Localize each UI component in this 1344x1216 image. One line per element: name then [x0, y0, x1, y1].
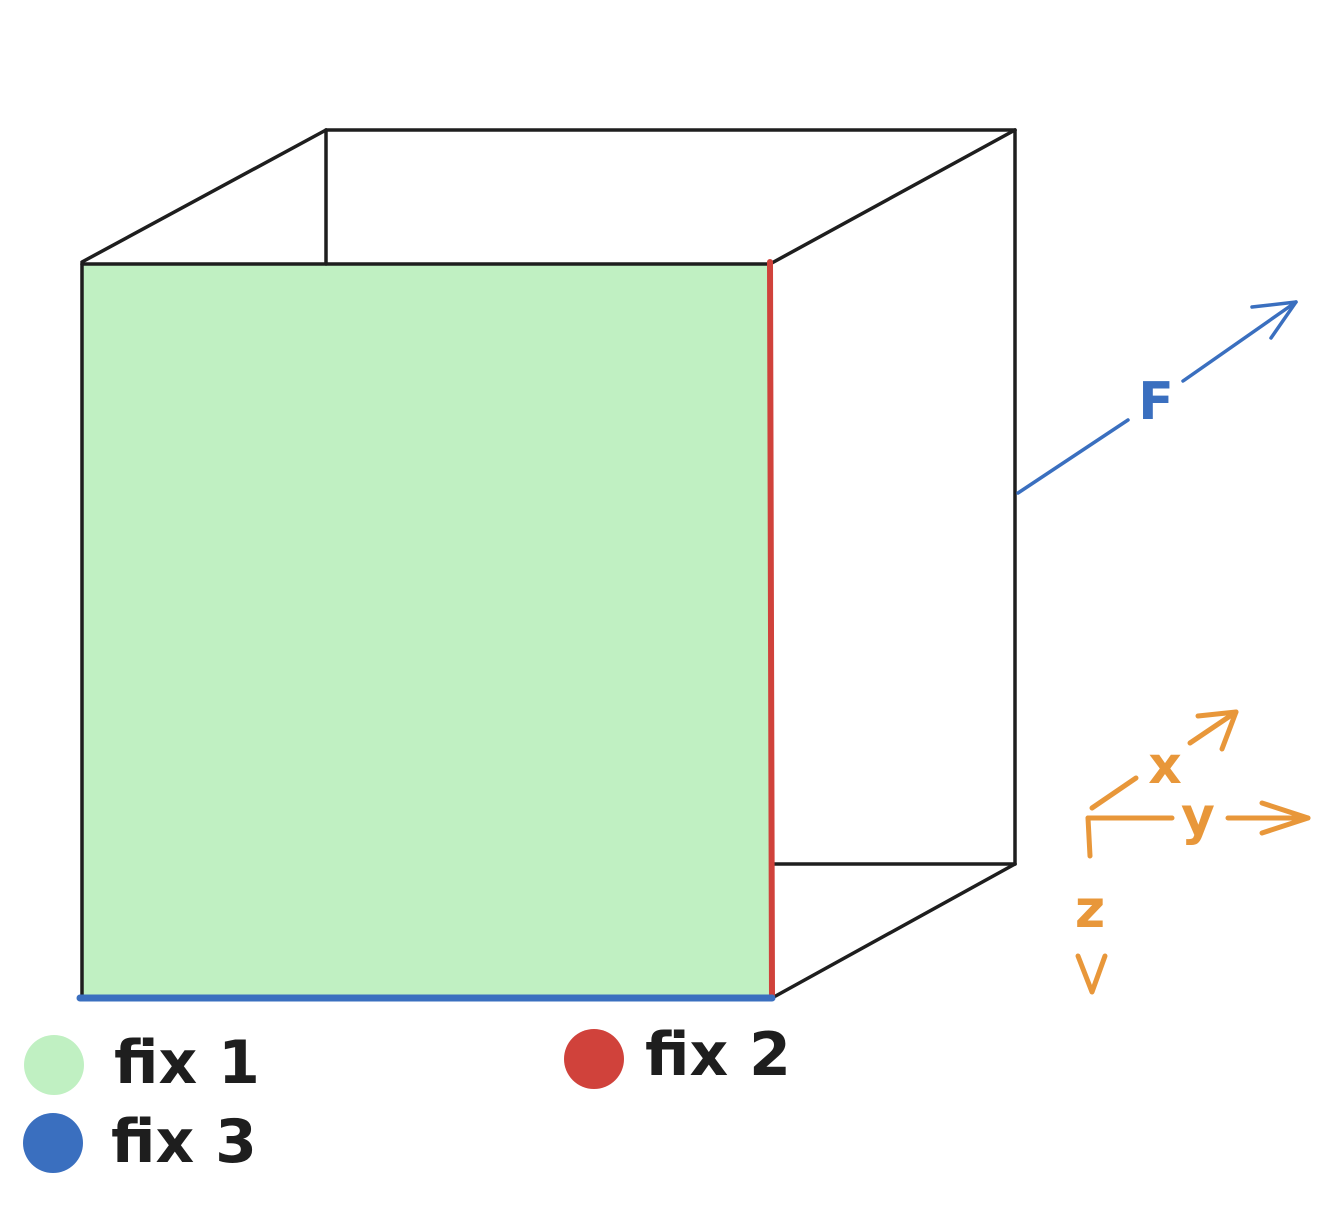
- legend-fix1-swatch: [24, 1035, 84, 1095]
- force-arrow: [1016, 300, 1298, 495]
- legend-fix3-swatch: [23, 1113, 83, 1173]
- axis-x-label: x: [1148, 736, 1182, 796]
- axes-icon: [1075, 709, 1311, 995]
- front-face-fix1: [82, 264, 770, 998]
- legend-fix2-label: fix 2: [645, 1020, 791, 1090]
- depth-edge-top-right: [768, 128, 1017, 266]
- legend-fix1-label: fix 1: [114, 1028, 260, 1098]
- legend-fix3-label: fix 3: [111, 1107, 257, 1177]
- depth-edge-bottom-right: [770, 862, 1017, 1000]
- axis-y-label: y: [1181, 787, 1215, 847]
- legend-fix2-swatch: [564, 1029, 624, 1089]
- axis-z-label: z: [1075, 880, 1105, 940]
- depth-edge-top-left: [80, 128, 328, 264]
- front-right-edge-fix2: [767, 259, 775, 1001]
- force-label: F: [1138, 372, 1174, 432]
- legend: fix 1 fix 2 fix 3: [23, 1020, 791, 1177]
